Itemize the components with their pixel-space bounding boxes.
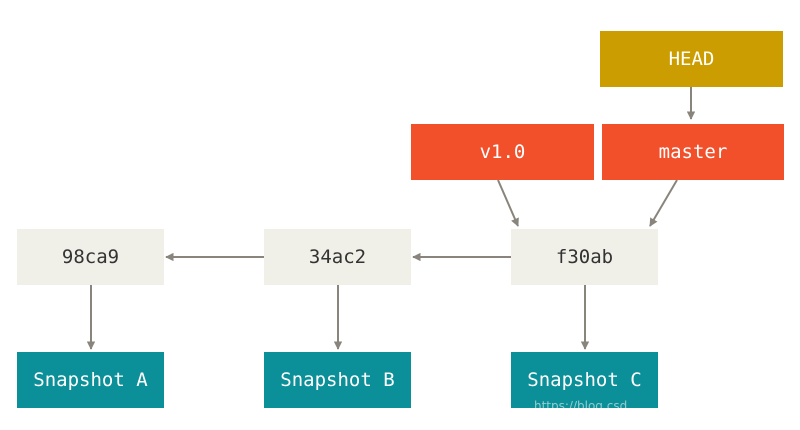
snapshot-b: Snapshot B (264, 352, 411, 408)
commit-f30ab: f30ab (511, 229, 658, 285)
snapshot-a: Snapshot A (17, 352, 164, 408)
snapshot-c: Snapshot C (511, 352, 658, 408)
arrow-v1-to-f30ab (497, 179, 519, 227)
head-pointer: HEAD (600, 31, 783, 87)
commit-34ac2: 34ac2 (264, 229, 411, 285)
tag-v1-0: v1.0 (411, 124, 594, 180)
arrow-master-to-f30ab (649, 179, 678, 227)
branch-master: master (602, 124, 784, 180)
commit-98ca9: 98ca9 (17, 229, 164, 285)
watermark-text: https://blog.csd (534, 399, 628, 413)
